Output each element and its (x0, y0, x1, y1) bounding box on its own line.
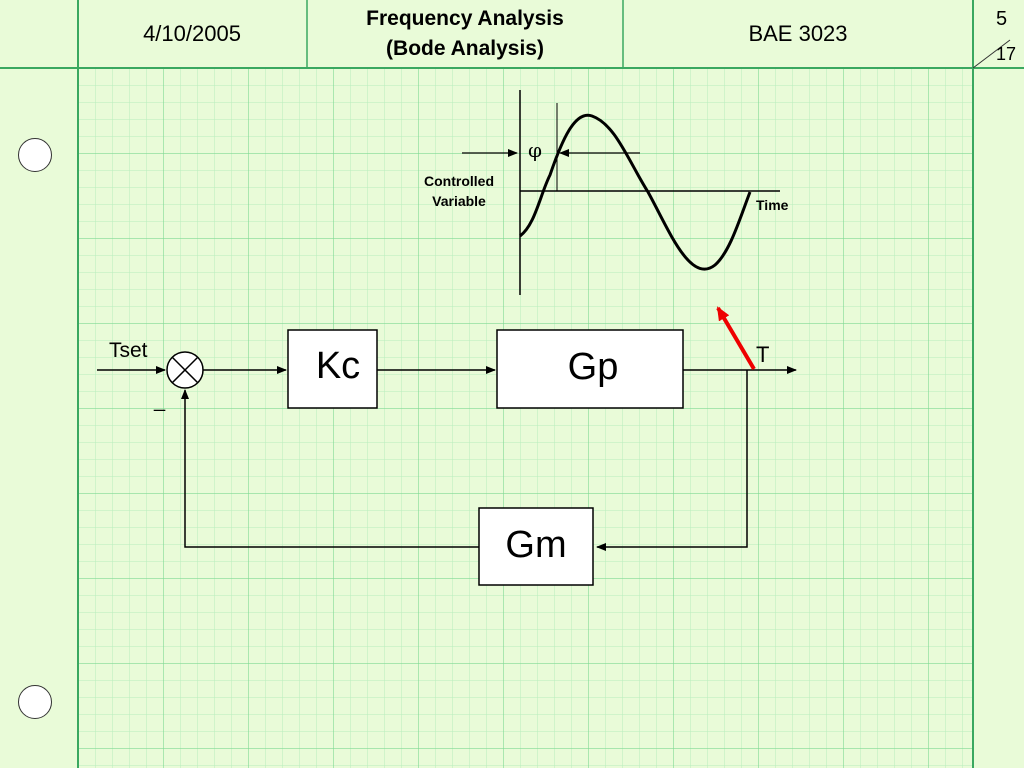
y-axis-label-line1: Controlled (424, 173, 494, 189)
slide-title-line1: Frequency Analysis (366, 7, 564, 30)
slide-title-line2: (Bode Analysis) (386, 37, 544, 60)
y-axis-label: Controlled Variable (408, 171, 510, 211)
kc-block (287, 329, 378, 409)
feedback-to-gm-arrow (596, 370, 748, 551)
kc-label: Kc (315, 345, 361, 387)
x-axis-label: Time (756, 197, 789, 213)
phase-symbol: φ (528, 138, 543, 162)
slide-title: Frequency Analysis (Bode Analysis) (308, 0, 622, 68)
binder-hole-bottom (18, 685, 52, 719)
input-label: Tset (109, 339, 148, 362)
binder-hole-top (18, 138, 52, 172)
page-current: 5 (996, 8, 1008, 30)
gm-block (478, 507, 594, 586)
gm-to-sum-arrow (181, 389, 479, 548)
waveform-sine-curve (519, 113, 752, 271)
slide-date: 4/10/2005 (143, 21, 241, 46)
gm-label: Gm (505, 524, 567, 566)
y-axis-label-line2: Variable (432, 193, 486, 209)
gp-label: Gp (567, 346, 619, 388)
minus-sign: _ (154, 390, 166, 412)
course-code: BAE 3023 (748, 21, 848, 46)
gp-block (496, 329, 684, 409)
output-label: T (756, 342, 770, 367)
page-total: 17 (996, 44, 1017, 64)
highlight-arrow (716, 306, 756, 371)
